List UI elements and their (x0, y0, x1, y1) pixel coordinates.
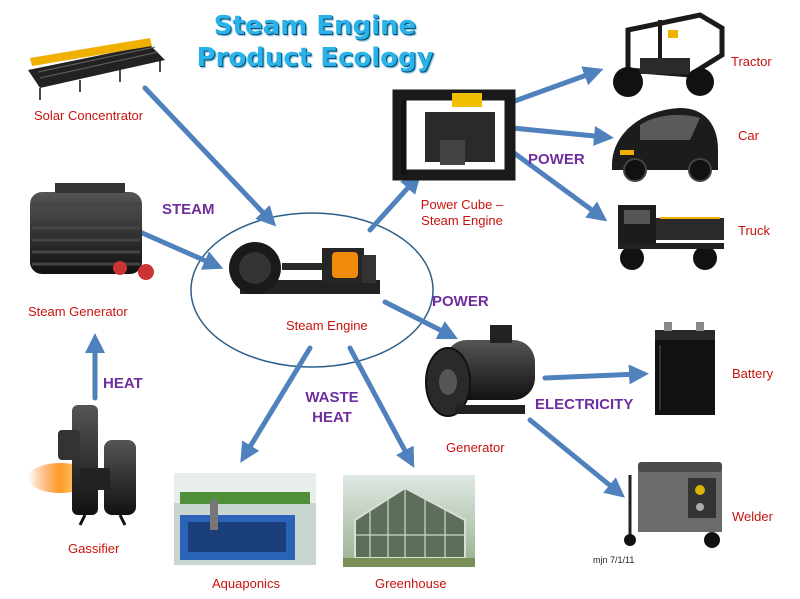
generator-label: Generator (446, 440, 505, 455)
arrow-powercube-to-tractor (509, 66, 604, 105)
arrow-engine-to-greenhouse (347, 345, 415, 468)
title-line-1: Steam Engine (213, 11, 417, 41)
power-cube-label: Power Cube – Steam Engine (412, 197, 512, 229)
gassifier-label: Gassifier (68, 541, 120, 556)
steam-generator-label: Steam Generator (28, 304, 128, 319)
car-label: Car (738, 128, 759, 143)
steam-engine-ring (190, 212, 434, 368)
gassifier-image (28, 405, 136, 526)
author-credit: mjn 7/1/11 (593, 555, 635, 565)
arrow-engine-to-powercube (367, 173, 422, 233)
waste-heat-line-1: WASTE (305, 389, 359, 406)
power-cube-image (392, 89, 516, 181)
steam-engine-label: Steam Engine (286, 318, 368, 333)
generator-image (425, 325, 535, 417)
arrow-generator-to-battery (542, 364, 649, 385)
arrow-generator-to-welder (527, 417, 625, 498)
welder-label: Welder (732, 509, 773, 524)
arrow-engine-to-generator (382, 299, 459, 340)
greenhouse-label: Greenhouse (375, 576, 447, 591)
battery-image (655, 322, 715, 415)
arrow-solar-to-engine (142, 85, 277, 227)
solar-concentrator-label: Solar Concentrator (34, 108, 144, 123)
car-image (612, 108, 718, 182)
steam-generator-image (30, 183, 154, 280)
arrow-powercube-to-car (509, 125, 614, 146)
flow-label-waste-heat: WASTE HEAT (300, 388, 364, 428)
steam-engine-image (229, 242, 380, 294)
battery-label: Battery (732, 366, 774, 381)
tractor-image (613, 12, 725, 97)
diagram-title: Steam Engine Product Ecology (150, 10, 480, 74)
flow-label-power-mid: POWER (432, 293, 489, 310)
flow-label-steam: STEAM (162, 201, 215, 218)
waste-heat-line-2: HEAT (312, 409, 352, 426)
tractor-label: Tractor (731, 54, 772, 69)
truck-image (618, 205, 724, 270)
arrow-steamgen-to-engine (137, 229, 224, 270)
arrow-powercube-to-truck (507, 147, 608, 222)
truck-label: Truck (738, 223, 771, 238)
solar-concentrator-image (28, 38, 165, 100)
flow-label-heat: HEAT (103, 375, 143, 392)
flow-label-power-top: POWER (528, 151, 585, 168)
title-line-2: Product Ecology (196, 43, 434, 73)
greenhouse-image (343, 475, 475, 567)
welder-image (624, 462, 722, 548)
arrow-engine-to-aquaponics (240, 345, 313, 463)
power-cube-label-line-2: Steam Engine (421, 213, 503, 228)
power-cube-label-line-1: Power Cube – (420, 197, 504, 212)
aquaponics-image (174, 473, 316, 565)
aquaponics-label: Aquaponics (212, 576, 280, 591)
flow-label-electricity: ELECTRICITY (535, 396, 634, 413)
